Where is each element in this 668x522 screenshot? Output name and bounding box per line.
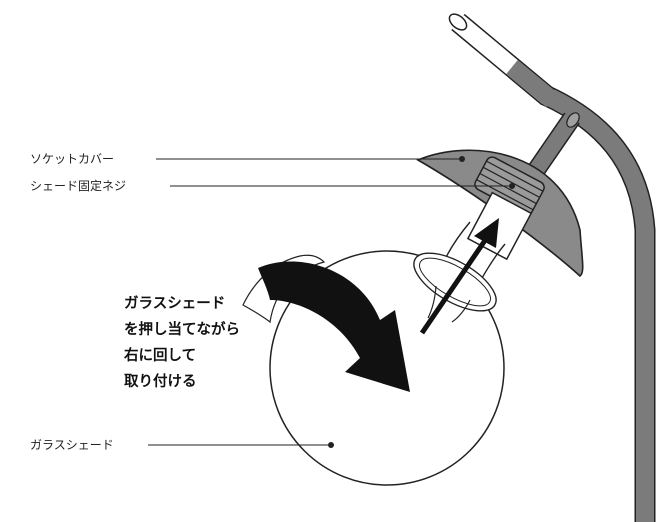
label-glass-shade: ガラスシェード bbox=[30, 438, 114, 452]
callout-lines bbox=[148, 156, 515, 446]
instruction-line-3: 右に回して bbox=[124, 346, 196, 364]
lamp-pole bbox=[448, 13, 656, 522]
push-arrow bbox=[419, 218, 499, 335]
instruction-line-4: 取り付ける bbox=[124, 372, 197, 390]
label-shade-fixing-screw: シェード固定ネジ bbox=[30, 178, 126, 193]
instruction-line-1: ガラスシェード bbox=[124, 295, 225, 312]
label-socket-cover: ソケットカバー bbox=[30, 152, 114, 166]
instruction-text: ガラスシェード を押し当てながら 右に回して 取り付ける bbox=[124, 295, 240, 390]
instruction-line-2: を押し当てながら bbox=[124, 320, 240, 338]
rotate-arrow bbox=[242, 254, 410, 392]
